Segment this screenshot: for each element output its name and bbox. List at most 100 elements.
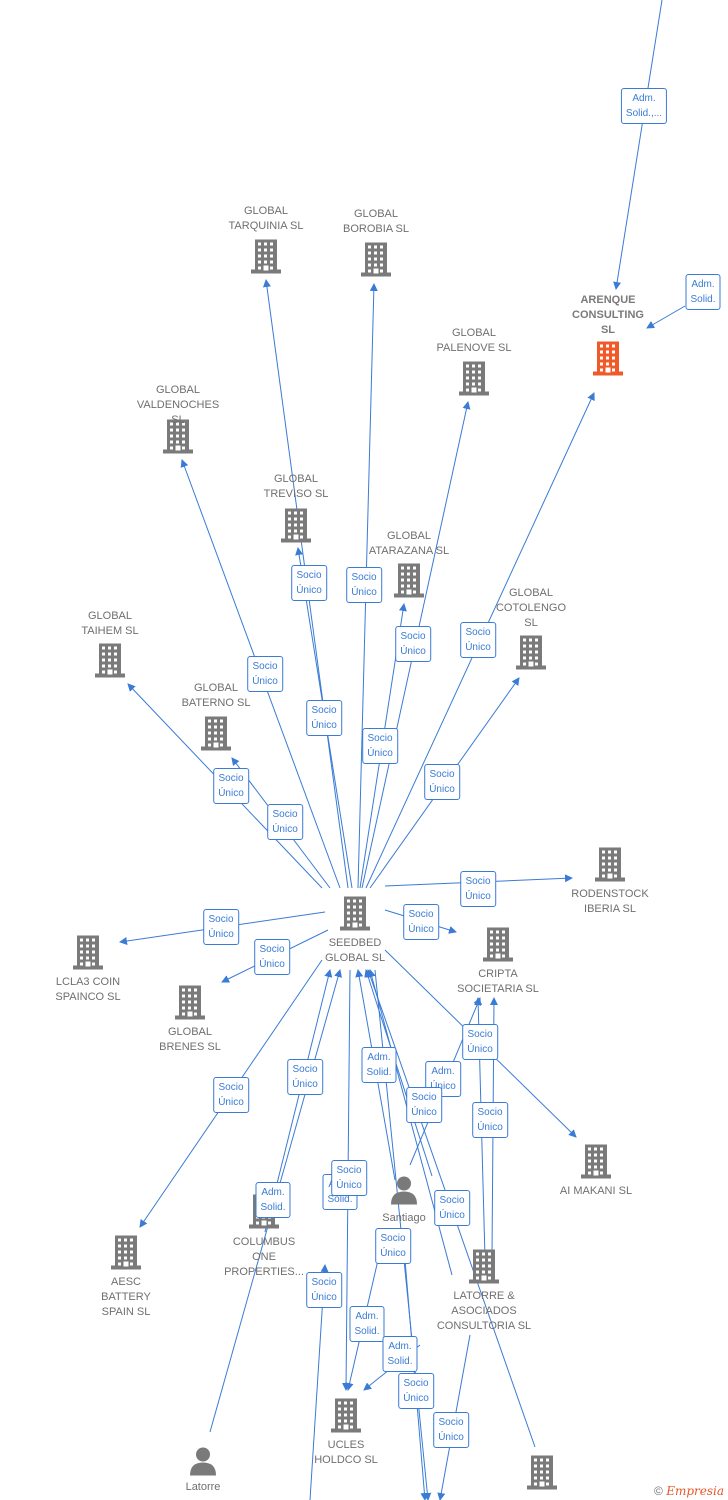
building-icon[interactable] bbox=[457, 360, 491, 401]
building-icon[interactable] bbox=[71, 934, 105, 975]
building-icon[interactable] bbox=[593, 846, 627, 887]
relationship-label[interactable]: Socio Único bbox=[424, 764, 460, 800]
node-label-line: GLOBAL SL bbox=[324, 952, 386, 964]
relationship-label[interactable]: Adm. Solid. bbox=[382, 1336, 418, 1372]
relationship-label[interactable]: Socio Único bbox=[460, 871, 496, 907]
relationship-label[interactable]: Socio Único bbox=[306, 700, 342, 736]
node-label-line: TREVISO SL bbox=[263, 488, 329, 500]
person-icon[interactable] bbox=[389, 1175, 419, 1210]
building-icon[interactable] bbox=[338, 895, 372, 936]
relationship-label[interactable]: Socio Único bbox=[213, 768, 249, 804]
relationship-label[interactable]: Socio Único bbox=[462, 1024, 498, 1060]
building-icon[interactable] bbox=[525, 1454, 559, 1495]
relationship-label[interactable]: Socio Único bbox=[362, 728, 398, 764]
relationship-label[interactable]: Socio Único bbox=[460, 622, 496, 658]
relationship-label[interactable]: Socio Único bbox=[346, 567, 382, 603]
building-icon[interactable] bbox=[591, 340, 625, 381]
edge-line bbox=[646, 305, 686, 329]
building-icon[interactable] bbox=[481, 926, 515, 967]
node-label-line: GLOBAL bbox=[243, 205, 289, 217]
building-icon[interactable] bbox=[249, 238, 283, 279]
relationship-label[interactable]: Socio Único bbox=[398, 1373, 434, 1409]
node-label-line: BRENES SL bbox=[159, 1041, 221, 1053]
person-icon[interactable] bbox=[188, 1446, 218, 1481]
building-icon[interactable] bbox=[514, 634, 548, 675]
node-label-line: COTOLENGO bbox=[495, 602, 567, 614]
relationship-label[interactable]: Socio Único bbox=[203, 909, 239, 945]
building-icon[interactable] bbox=[279, 507, 313, 548]
relationship-label[interactable]: Adm. Solid. bbox=[685, 274, 721, 310]
node-label-line: GLOBAL bbox=[451, 327, 497, 339]
relationship-label[interactable]: Socio Único bbox=[287, 1059, 323, 1095]
node-label-line: Santiago bbox=[382, 1212, 426, 1224]
relationship-label[interactable]: Socio Único bbox=[213, 1077, 249, 1113]
building-icon[interactable] bbox=[161, 418, 195, 459]
relationship-label[interactable]: Socio Único bbox=[375, 1228, 411, 1264]
node-label-line: SL bbox=[600, 324, 616, 336]
relationship-label[interactable]: Socio Único bbox=[406, 1087, 442, 1123]
relationship-label[interactable]: Socio Único bbox=[331, 1160, 367, 1196]
footer: © Empresia bbox=[654, 1484, 724, 1498]
node-label-line: GLOBAL bbox=[508, 587, 554, 599]
building-icon[interactable] bbox=[359, 241, 393, 282]
node-label-line: GLOBAL bbox=[386, 530, 432, 542]
relationship-label[interactable]: Socio Único bbox=[433, 1412, 469, 1448]
node-label-cotolengo[interactable]: GLOBAL COTOLENGO SL bbox=[496, 586, 566, 631]
building-icon[interactable] bbox=[173, 984, 207, 1025]
brand-logo[interactable]: Empresia bbox=[666, 1484, 724, 1498]
node-label-line: Latorre bbox=[185, 1481, 221, 1493]
relationship-label[interactable]: Socio Único bbox=[395, 626, 431, 662]
relationship-label[interactable]: Socio Único bbox=[291, 565, 327, 601]
building-icon[interactable] bbox=[392, 562, 426, 603]
node-label-line: HOLDCO SL bbox=[314, 1454, 378, 1466]
node-label-line: VALDENOCHES bbox=[136, 399, 220, 411]
relationship-label[interactable]: Socio Único bbox=[254, 939, 290, 975]
relationship-label[interactable]: Adm. Solid. bbox=[255, 1182, 291, 1218]
node-label-aimakani[interactable]: AI MAKANI SL bbox=[560, 1184, 632, 1199]
node-label-line: SL bbox=[524, 617, 538, 629]
building-icon[interactable] bbox=[467, 1248, 501, 1289]
relationship-label[interactable]: Adm. Solid. bbox=[349, 1306, 385, 1342]
building-icon[interactable] bbox=[93, 642, 127, 683]
building-icon[interactable] bbox=[329, 1397, 363, 1438]
relationship-label[interactable]: Socio Único bbox=[267, 804, 303, 840]
node-label-line: ARENQUE bbox=[580, 294, 636, 306]
relationship-label[interactable]: Socio Único bbox=[403, 904, 439, 940]
node-label-line: CRIPTA bbox=[478, 968, 518, 980]
node-label-latorre[interactable]: Latorre bbox=[186, 1480, 221, 1495]
building-icon[interactable] bbox=[579, 1143, 613, 1184]
relationship-label[interactable]: Socio Único bbox=[434, 1190, 470, 1226]
building-icon[interactable] bbox=[109, 1234, 143, 1275]
relationship-label[interactable]: Socio Único bbox=[247, 656, 283, 692]
relationship-label[interactable]: Adm. Solid. bbox=[361, 1047, 397, 1083]
node-label-line: BATTERY bbox=[101, 1291, 151, 1303]
relationship-label[interactable]: Adm. Solid.,... bbox=[620, 88, 668, 124]
node-label-line: LCLA3 COIN bbox=[55, 976, 121, 988]
node-label-line: ASOCIADOS bbox=[451, 1305, 517, 1317]
edge-line bbox=[364, 969, 433, 1177]
building-icon[interactable] bbox=[199, 715, 233, 756]
node-label-line: SL bbox=[171, 414, 185, 426]
relationship-label[interactable]: Socio Único bbox=[306, 1272, 342, 1308]
relationship-label[interactable]: Socio Único bbox=[472, 1102, 508, 1138]
node-label-line: AESC bbox=[111, 1276, 141, 1288]
node-label-line: BATERNO SL bbox=[181, 697, 251, 709]
